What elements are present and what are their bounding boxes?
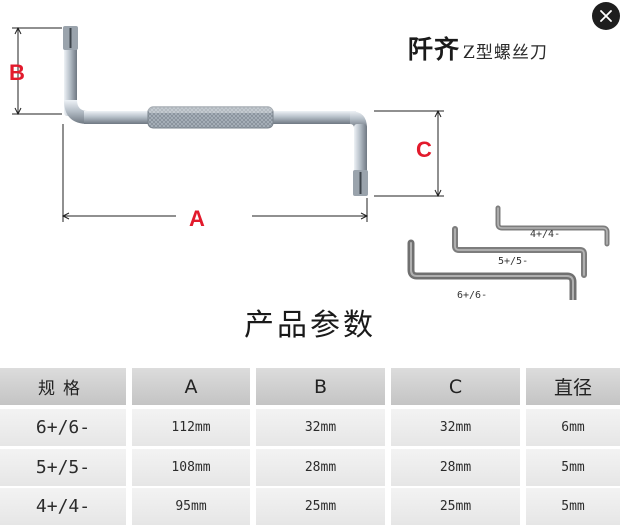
dimension-c-lines (374, 109, 444, 198)
table-header-row: 规格 A B C 直径 (0, 368, 620, 405)
cell-spec: 4+/4- (0, 488, 126, 525)
cell-diameter: 6mm (526, 409, 620, 446)
header-a: A (132, 368, 250, 405)
size-tag-5: 5+/5- (498, 256, 529, 267)
cell-a: 108mm (132, 449, 250, 486)
table-row: 4+/4- 95mm 25mm 25mm 5mm (0, 488, 620, 525)
dimension-label-a: A (189, 206, 205, 231)
cell-diameter: 5mm (526, 488, 620, 525)
section-title: 产品参数 (244, 308, 376, 343)
brand-name: 阡齐 (408, 35, 461, 64)
cell-b: 28mm (256, 449, 385, 486)
dimension-label-b: B (9, 60, 25, 85)
size-variants-image (407, 205, 610, 300)
cell-b: 25mm (256, 488, 385, 525)
header-b: B (256, 368, 385, 405)
dimension-b-lines (12, 26, 62, 116)
close-button[interactable] (592, 2, 620, 30)
table-row: 5+/5- 108mm 28mm 28mm 5mm (0, 449, 620, 486)
spec-table: 规格 A B C 直径 6+/6- 112mm 32mm 32mm 6mm 5+… (0, 364, 620, 525)
header-c: C (391, 368, 520, 405)
size-tag-4: 4+/4- (530, 229, 561, 240)
dimension-label-c: C (416, 137, 432, 162)
cell-diameter: 5mm (526, 449, 620, 486)
cell-b: 32mm (256, 409, 385, 446)
cell-spec: 6+/6- (0, 409, 126, 446)
dimension-a-lines (61, 124, 369, 222)
cell-a: 112mm (132, 409, 250, 446)
brand-title: 阡齐 Z型螺丝刀 (408, 30, 548, 66)
cell-c: 25mm (391, 488, 520, 525)
knurled-grip (148, 107, 273, 128)
close-icon (600, 10, 612, 22)
table-row: 6+/6- 112mm 32mm 32mm 6mm (0, 409, 620, 446)
cell-c: 32mm (391, 409, 520, 446)
size-tag-6: 6+/6- (457, 290, 488, 301)
cell-a: 95mm (132, 488, 250, 525)
cell-c: 28mm (391, 449, 520, 486)
header-spec: 规格 (0, 368, 126, 405)
header-diameter: 直径 (526, 368, 620, 405)
screwdriver-illustration (12, 26, 610, 300)
cell-spec: 5+/5- (0, 449, 126, 486)
product-name: Z型螺丝刀 (463, 43, 548, 63)
